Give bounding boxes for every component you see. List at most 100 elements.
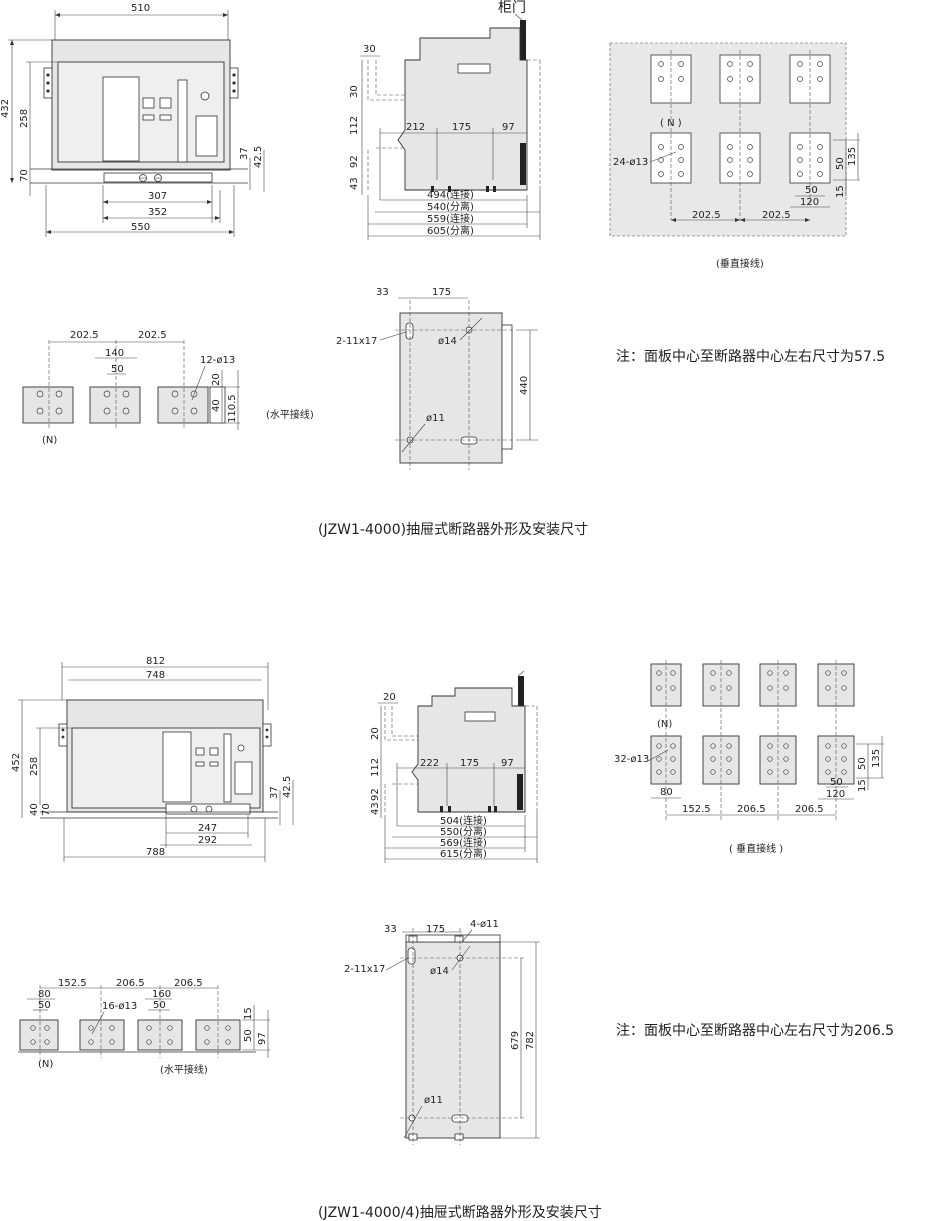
s1-horiz-d140: 140	[105, 348, 124, 359]
s1-front-h70: 70	[19, 169, 30, 182]
s1-horiz-d202a: 202.5	[70, 330, 99, 341]
s2-vert-d135: 135	[871, 749, 882, 768]
s1-mount-slot: 2-11x17	[336, 336, 377, 347]
s1-vert-d202a: 202.5	[692, 210, 721, 221]
s1-vert-d202b: 202.5	[762, 210, 791, 221]
s2-side-l569: 569(连接)	[440, 836, 487, 849]
s2-horiz-d97: 97	[257, 1032, 268, 1045]
s1-horiz-n-label: (N)	[42, 435, 57, 446]
s2-side-d20a: 20	[383, 692, 396, 703]
s1-front-h37: 37	[239, 147, 250, 160]
s1-mount-d440: 440	[519, 376, 530, 395]
s1-mount-d11: ø11	[426, 413, 445, 424]
s1-horizontal-wiring: 202.5 202.5 140 50 12-ø13 20 40 110.5 (N…	[22, 330, 314, 446]
s2-front-w812: 812	[146, 656, 165, 667]
s1-vertical-wiring: ( N ) 24-ø13 202.5 202.5 50 120 15 50 13…	[609, 42, 860, 270]
s2-front-w292: 292	[198, 835, 217, 846]
s2-mount-d33: 33	[384, 924, 397, 935]
s2-horiz-d206a: 206.5	[116, 978, 145, 989]
s2-vert-d152: 152.5	[682, 804, 711, 815]
s1-vert-d50v: 50	[835, 157, 846, 170]
s2-vert-d50v: 50	[857, 757, 868, 770]
s1-side-d97: 97	[502, 122, 515, 133]
s1-mount-d33: 33	[376, 287, 389, 298]
s2-front-h70: 70	[41, 803, 52, 816]
s2-horiz-holes: 16-ø13	[102, 1001, 137, 1012]
s1-note: 注：面板中心至断路器中心左右尺寸为57.5	[616, 349, 885, 365]
s2-side-l615: 615(分离)	[440, 847, 487, 860]
s2-front-w748: 748	[146, 670, 165, 681]
s2-horizontal-wiring: 152.5 206.5 206.5 80 50 16-ø13 160 50 15…	[18, 978, 270, 1076]
s1-cabinet-door-label: 柜门	[498, 0, 526, 16]
s2-vert-caption: ( 垂直接线 )	[729, 842, 783, 855]
s1-front-view: 510 432 258 70 37 42.5 307 352 550	[0, 3, 265, 237]
s2-side-d92: 92	[370, 788, 381, 801]
s1-vert-d120: 120	[800, 197, 819, 208]
s2-vert-d206a: 206.5	[737, 804, 766, 815]
s1-front-w550: 550	[131, 222, 150, 233]
s1-front-h258: 258	[19, 109, 30, 128]
s2-mount-d175: 175	[426, 924, 445, 935]
s2-side-d112: 112	[370, 758, 381, 777]
s2-front-h452: 452	[11, 753, 22, 772]
s1-horiz-holes: 12-ø13	[200, 355, 235, 366]
s2-horiz-n-label: (N)	[38, 1059, 53, 1070]
s2-vert-n-label: (N)	[657, 719, 672, 730]
s1-mount-d14: ø14	[438, 336, 457, 347]
s1-vert-d135: 135	[847, 147, 858, 166]
s1-front-w307: 307	[148, 191, 167, 202]
s1-front-h42-5: 42.5	[253, 146, 264, 168]
s2-vert-d50: 50	[830, 777, 843, 788]
s1-side-view: 柜门 30 30 112 92 43 212 175 97 494(连接) 54…	[349, 0, 541, 240]
s2-mount-d679: 679	[510, 1031, 521, 1050]
s1-side-d30a: 30	[363, 44, 376, 55]
s1-front-w352: 352	[148, 207, 167, 218]
s1-horiz-d110: 110.5	[227, 394, 238, 423]
s2-mount-slot: 2-11x17	[344, 964, 385, 975]
s2-horiz-d206b: 206.5	[174, 978, 203, 989]
s1-vert-d50: 50	[805, 185, 818, 196]
s2-vert-d120: 120	[826, 789, 845, 800]
s2-front-view: 812 748 452 258 40 70 37 42.5 247 292 78…	[11, 656, 294, 862]
s2-side-d97: 97	[501, 758, 514, 769]
s1-horiz-d40: 40	[211, 399, 222, 412]
s1-front-h432: 432	[0, 99, 11, 118]
s1-side-d212: 212	[406, 122, 425, 133]
s2-side-l550: 550(分离)	[440, 825, 487, 838]
s1-mounting-panel: 33 175 2-11x17 ø14 ø11 440	[336, 287, 538, 470]
s2-side-view: 20 20 112 92 43 222 175 97 504(连接) 550(分…	[370, 670, 538, 863]
s2-horiz-d15: 15	[243, 1007, 254, 1020]
s1-vert-n-label: ( N )	[660, 118, 682, 129]
s2-vert-d206b: 206.5	[795, 804, 824, 815]
s1-front-w510: 510	[131, 3, 150, 14]
s1-vert-holes: 24-ø13	[613, 157, 648, 168]
s1-side-l540: 540(分离)	[427, 200, 474, 213]
s2-front-w247: 247	[198, 823, 217, 834]
s1-side-d30b: 30	[349, 85, 360, 98]
s1-side-l494: 494(连接)	[427, 188, 474, 201]
s2-mount-holes4: 4-ø11	[470, 919, 499, 930]
s2-mounting-panel: 33 175 4-ø11 2-11x17 ø14 ø11 679 782	[344, 919, 540, 1145]
s2-vertical-wiring: (N) 32-ø13 80 152.5 206.5 206.5 50 120 1…	[614, 660, 884, 855]
s2-side-l504: 504(连接)	[440, 814, 487, 827]
s2-front-h37: 37	[269, 786, 280, 799]
s2-horiz-d50: 50	[38, 1000, 51, 1011]
s2-side-d175: 175	[460, 758, 479, 769]
s1-horiz-caption: (水平接线)	[266, 408, 314, 421]
s2-vert-holes: 32-ø13	[614, 754, 649, 765]
s2-mount-d11: ø11	[424, 1095, 443, 1106]
s2-horiz-d50v: 50	[243, 1029, 254, 1042]
s1-horiz-d202b: 202.5	[138, 330, 167, 341]
s2-mount-d14: ø14	[430, 966, 449, 977]
s2-note: 注：面板中心至断路器中心左右尺寸为206.5	[616, 1023, 894, 1039]
s1-vert-d15: 15	[835, 185, 846, 198]
s2-front-h42-5: 42.5	[282, 776, 293, 798]
s2-caption: (JZW1-4000/4)抽屉式断路器外形及安装尺寸	[318, 1205, 602, 1221]
s2-mount-d782: 782	[525, 1031, 536, 1050]
s1-side-d43: 43	[349, 177, 360, 190]
s2-front-h258: 258	[29, 757, 40, 776]
s1-horiz-d50: 50	[111, 364, 124, 375]
s1-caption: (JZW1-4000)抽屉式断路器外形及安装尺寸	[318, 522, 588, 538]
s2-horiz-d50b: 50	[153, 1000, 166, 1011]
